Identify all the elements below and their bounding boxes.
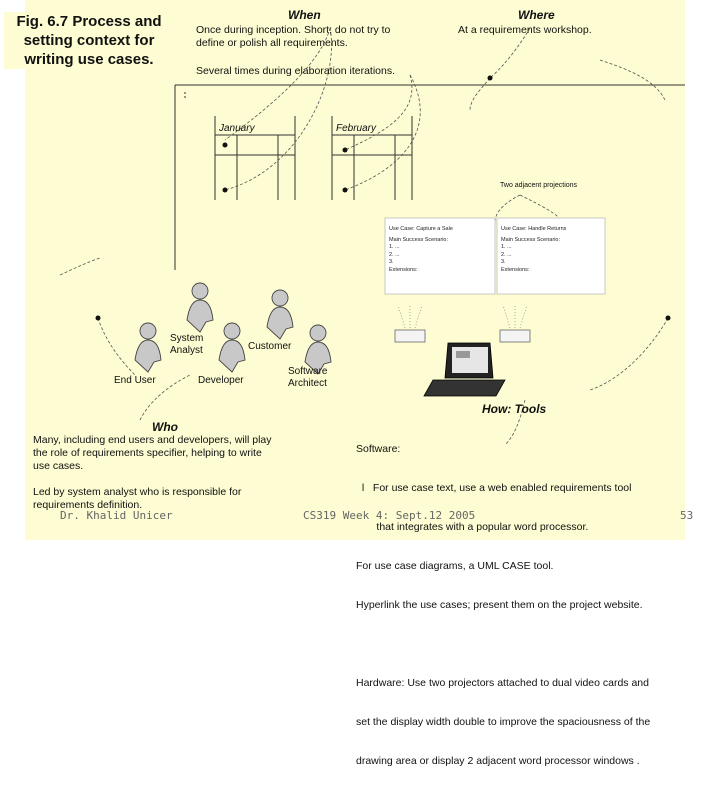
role-end-user: End User xyxy=(114,375,156,386)
customer-figure-icon xyxy=(266,289,294,340)
month-february: February xyxy=(336,123,377,134)
how-text: Software: l For use case text, use a web… xyxy=(356,443,651,767)
when-text-line-3: Several times during elaboration iterati… xyxy=(196,65,396,77)
slide: Fig. 6.7 Process and setting context for… xyxy=(4,0,694,767)
how-header: How: Tools xyxy=(482,402,547,416)
where-text: At a requirements workshop. xyxy=(458,24,592,36)
laptop-icon xyxy=(423,342,506,397)
developer-figure-icon xyxy=(218,322,246,373)
when-header: When xyxy=(288,8,321,22)
role-developer: Developer xyxy=(198,375,244,386)
where-header: Where xyxy=(518,8,555,22)
projector-icon xyxy=(394,304,531,343)
use-case-doc-2: Use Case: Handle Returns Main Success Sc… xyxy=(501,226,567,273)
role-system-analyst: System Analyst xyxy=(170,333,204,356)
footer-course: CS319 Week 4: Sept.12 2005 xyxy=(303,509,476,522)
system-analyst-figure-icon xyxy=(186,282,214,333)
end-user-figure-icon xyxy=(134,322,162,373)
projections-label: Two adjacent projections xyxy=(500,182,578,189)
when-text-line-1: Once during inception. Short; do not try… xyxy=(196,24,391,36)
software-architect-figure-icon xyxy=(304,324,332,375)
slide-title: Fig. 6.7 Process and setting context for… xyxy=(4,12,174,69)
process-diagram xyxy=(59,27,685,446)
who-header: Who xyxy=(152,420,178,434)
page-number: 53 xyxy=(680,509,694,522)
role-software-architect: Software Architect xyxy=(288,366,328,389)
use-case-doc-1: Use Case: Capture a Sale Main Success Sc… xyxy=(389,226,453,273)
who-text: Many, including end users and developers… xyxy=(33,434,272,511)
role-customer: Customer xyxy=(248,341,292,352)
month-january: January xyxy=(219,123,255,134)
when-text-line-2: define or polish all requirements. xyxy=(196,37,348,49)
footer-author: Dr. Khalid Unicer xyxy=(60,509,173,522)
